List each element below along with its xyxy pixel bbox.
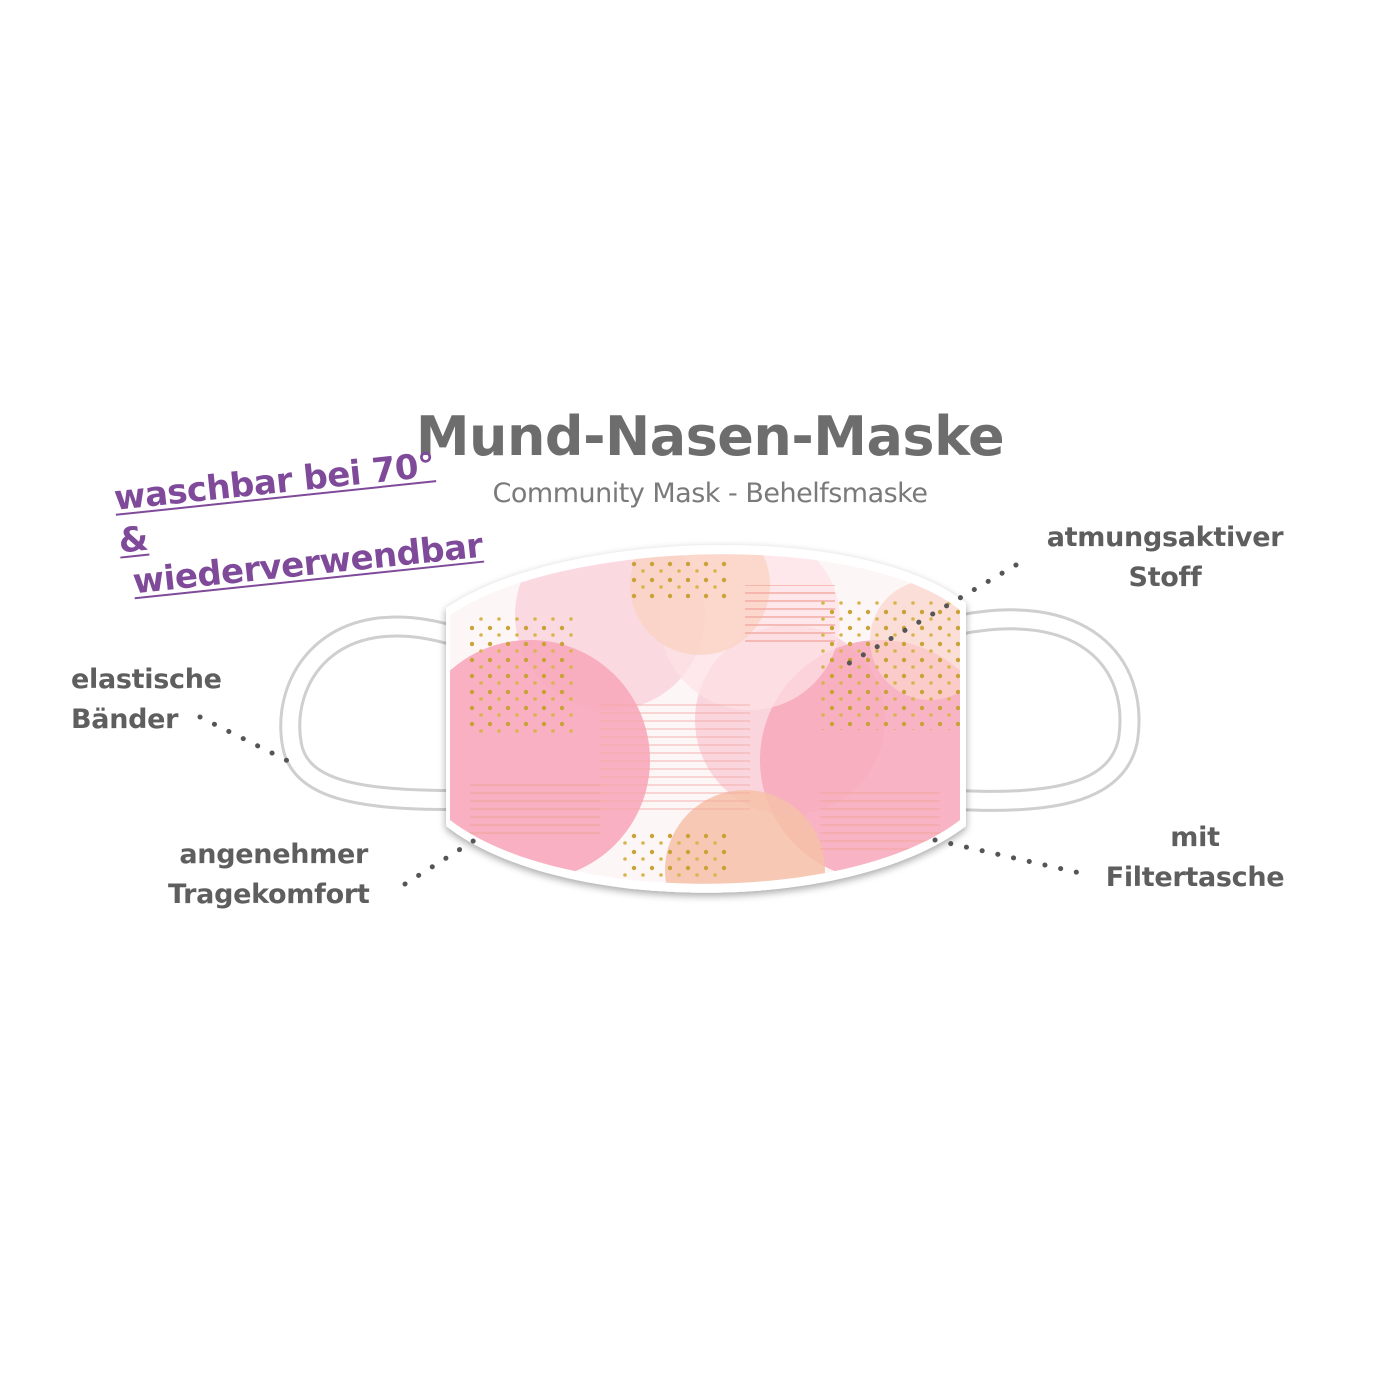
leader-filter <box>932 837 1083 876</box>
page-subtitle: Community Mask - Behelfsmaske <box>492 478 928 509</box>
callout-filter-line-2: Filtertasche <box>1105 862 1285 893</box>
leader-elastic <box>197 714 293 765</box>
callout-elastic-line-1: elastische <box>71 664 222 695</box>
callout-elastic-line-2: Bänder <box>71 704 179 735</box>
callout-filter-line-1: mit <box>1170 822 1220 853</box>
callout-breathable-line-2: Stoff <box>1128 562 1202 593</box>
callout-comfort-line-1: angenehmer <box>179 839 368 870</box>
page-title: Mund-Nasen-Maske <box>415 405 1005 468</box>
fabric-pattern <box>450 554 960 884</box>
leader-breathable <box>843 562 1019 668</box>
callout-filter-pocket: mit Filtertasche <box>1100 818 1290 898</box>
callout-breathable-line-1: atmungsaktiver <box>1046 522 1284 553</box>
callout-comfort-line-2: Tragekomfort <box>168 879 370 910</box>
leader-comfort <box>402 835 481 887</box>
callout-elastic-bands: elastische Bänder <box>71 660 222 740</box>
callout-comfort: angenehmer Tragekomfort <box>168 835 370 915</box>
callout-breathable-fabric: atmungsaktiver Stoff <box>1045 518 1285 598</box>
